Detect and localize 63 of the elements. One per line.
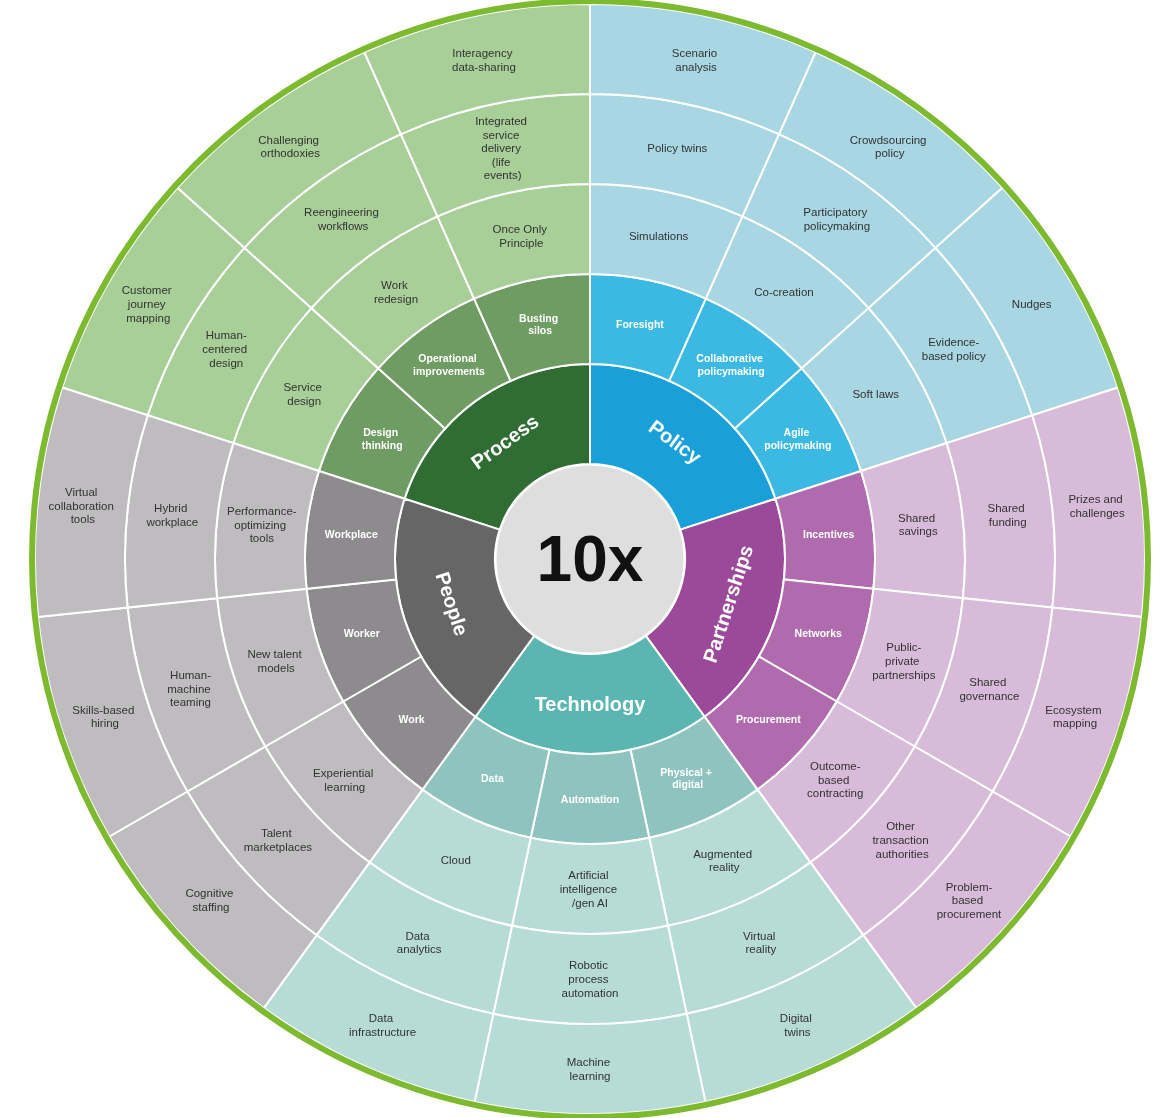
category-label: Physical + digital	[660, 765, 712, 791]
item-label: Performance-optimizing tools	[226, 504, 297, 545]
category-label: Busting silos	[519, 311, 559, 337]
item-label: Interagency data-sharing	[452, 47, 516, 73]
item-label: Challenging orthodoxies	[258, 133, 320, 160]
item-label: Service design	[283, 381, 322, 407]
item-label: Soft laws	[852, 388, 900, 400]
item-label: Hybrid workplace	[146, 502, 199, 528]
item-label: Machine learning	[566, 1056, 611, 1082]
item-label: Shared savings	[898, 511, 938, 538]
category-label: Incentives	[803, 527, 855, 540]
category-label: Workplace	[324, 527, 378, 540]
category-label: Work	[398, 713, 425, 726]
item-label: Outcome-based contracting	[807, 760, 864, 800]
item-label: Problem-based procurement	[936, 880, 1002, 920]
category-label: Design thinking	[361, 426, 403, 451]
item-label: Policy twins	[647, 142, 708, 155]
item-label: Crowdsourcing policy	[849, 133, 927, 160]
category-label: Automation	[560, 792, 620, 805]
item-label: Data infrastructure	[349, 1012, 417, 1038]
sector-label: People	[431, 569, 473, 639]
category-label: Worker	[343, 626, 380, 639]
item-label: Reengineering workflows	[304, 206, 379, 232]
category-label: Collaborative policymaking	[696, 352, 765, 377]
item-label: Evidence-based policy	[921, 336, 986, 362]
item-label: Other transaction authorities	[872, 820, 929, 860]
item-label: Scenario analysis	[671, 47, 718, 73]
item-label: Participatory policymaking	[803, 206, 871, 232]
item-label: Human-machine teaming	[167, 669, 211, 709]
category-label: Agile policymaking	[764, 426, 832, 451]
hub-label: 10x	[536, 523, 644, 596]
item-label: Talent marketplaces	[243, 827, 313, 853]
category-label: Foresight	[616, 317, 664, 330]
item-label: Augmented reality	[693, 847, 753, 874]
item-label: Co-creation	[754, 286, 814, 299]
item-label: Shared funding	[987, 502, 1027, 528]
item-label: New talent models	[247, 648, 302, 674]
item-label: Skills-based hiring	[72, 703, 135, 730]
item-label: Nudges	[1011, 298, 1052, 310]
item-label: Public-private partnerships	[872, 641, 936, 681]
category-label: Operational improvements	[413, 352, 485, 377]
item-label: Virtual reality	[743, 929, 777, 956]
item-label: Cognitive staffing	[185, 887, 234, 914]
sector-label: Technology	[534, 693, 646, 715]
item-label: Artificial intelligence /gen AI	[559, 869, 618, 909]
category-label: Procurement	[735, 713, 801, 726]
item-label: Virtual collaboration tools	[48, 486, 114, 526]
item-label: Simulations	[628, 230, 689, 243]
item-label: Shared governance	[959, 676, 1020, 702]
item-label: Prizes and challenges	[1068, 492, 1125, 519]
item-label: Integrated service delivery (life events)	[475, 115, 527, 182]
item-label: Work redesign	[373, 279, 419, 305]
item-label: Digital twins	[779, 1012, 812, 1038]
item-label: Customer journey mapping	[121, 284, 172, 324]
item-label: Ecosystem mapping	[1045, 703, 1102, 730]
category-label: Data	[481, 771, 504, 784]
item-label: Human-centered design	[202, 329, 248, 369]
item-label: Data analytics	[396, 929, 442, 956]
item-label: Cloud	[440, 854, 471, 867]
item-label: Experiential learning	[313, 767, 374, 793]
item-label: Robotic process automation	[561, 959, 619, 999]
category-label: Networks	[794, 626, 842, 639]
item-label: Once Only Principle	[492, 223, 547, 249]
